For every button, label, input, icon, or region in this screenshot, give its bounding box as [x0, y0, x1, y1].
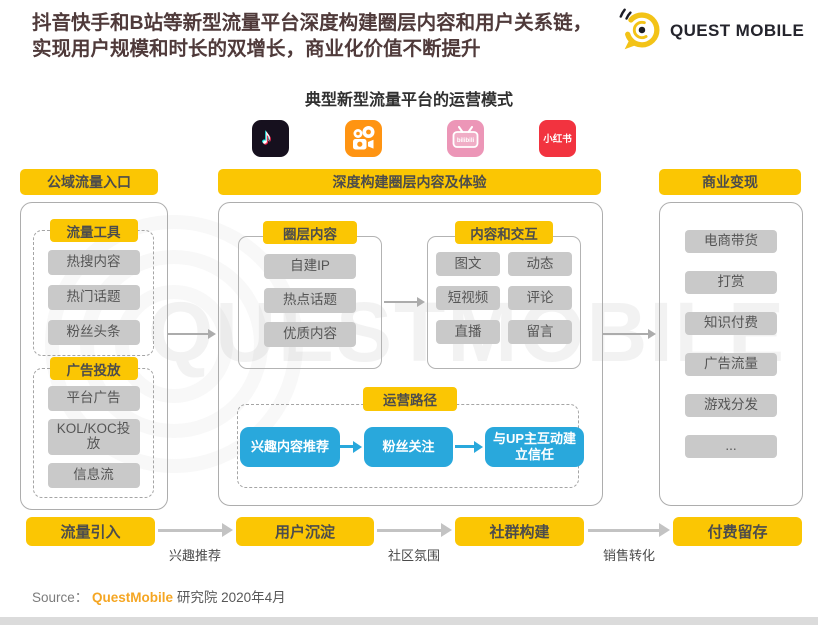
kuaishou-icon [345, 120, 382, 157]
bilibili-icon: bilibili [447, 120, 484, 157]
arrow-stage-1 [158, 523, 233, 538]
list-item: 广告流量 [685, 353, 777, 376]
diagram-title: 典型新型流量平台的运营模式 [304, 92, 513, 109]
right-column-container: 电商带货 打赏 知识付费 广告流量 游戏分发 ... [659, 202, 803, 506]
questmobile-logo-text: QUEST MOBILE [670, 21, 805, 40]
traffic-tools-group: 流量工具 热搜内容 热门话题 粉丝头条 [33, 219, 154, 356]
flow-label-community-vibe: 社区氛围 [387, 548, 440, 563]
interaction-label: 内容和交互 [455, 221, 553, 244]
flow-label-sales-conversion: 销售转化 [602, 548, 655, 563]
title-line-1: 抖音快手和B站等新型流量平台深度构建圈层内容和用户关系链， [32, 12, 593, 34]
bottom-divider-bar [0, 617, 818, 625]
list-item: 打赏 [685, 271, 777, 294]
list-item: 电商带货 [685, 230, 777, 253]
stage-community-build: 社群构建 [455, 517, 584, 546]
stage-paid-retention: 付费留存 [673, 517, 802, 546]
circle-content-label: 圈层内容 [263, 221, 357, 244]
arrow-content-to-interaction [384, 296, 425, 308]
xiaohongshu-icon-label: 小红书 [542, 133, 572, 145]
list-item: 短视频 [436, 286, 500, 310]
list-item: 优质内容 [264, 322, 356, 347]
ad-placement-label: 广告投放 [49, 357, 138, 380]
center-column-header: 深度构建圈层内容及体验 [218, 169, 601, 195]
arrow-left-to-center [167, 328, 216, 340]
center-container [218, 202, 603, 506]
list-item: 平台广告 [47, 386, 140, 411]
list-item: 游戏分发 [685, 394, 777, 417]
list-item: 知识付费 [685, 312, 777, 335]
step-up-interaction: 与UP主互动建立信任 [485, 427, 584, 467]
left-column-header: 公域流量入口 [20, 169, 158, 195]
stage-user-retention: 用户沉淀 [236, 517, 374, 546]
ad-placement-group: 广告投放 平台广告 KOL/KOC投放 信息流 [33, 357, 154, 498]
xiaohongshu-icon: 小红书 [539, 120, 576, 157]
source-prefix: Source： [32, 590, 89, 605]
list-item: 信息流 [47, 463, 140, 488]
arrow-stage-3 [588, 523, 670, 538]
list-item: 图文 [436, 252, 500, 276]
list-item: 粉丝头条 [47, 320, 140, 345]
source-suffix: 研究院 2020年4月 [176, 590, 286, 605]
left-column-container [20, 202, 168, 510]
arrow-step-2 [455, 441, 483, 453]
title-line-2: 实现用户规模和时长的双增长，商业化价值不断提升 [32, 38, 481, 60]
arrow-center-to-right [602, 328, 656, 340]
list-item: 热点话题 [264, 288, 356, 313]
arrow-step-1 [334, 441, 362, 453]
flow-label-interest: 兴趣推荐 [168, 548, 221, 563]
step-fan-follow: 粉丝关注 [364, 427, 453, 467]
page-title: 抖音快手和B站等新型流量平台深度构建圈层内容和用户关系链， 实现用户规模和时长的… [32, 10, 622, 62]
bilibili-icon-label: bilibili [457, 138, 475, 144]
douyin-icon: ♪ ♪ ♪ [252, 120, 289, 157]
questmobile-logo: QUEST MOBILE [616, 7, 816, 55]
circle-content-box: 圈层内容 自建IP 热点话题 优质内容 [238, 221, 382, 369]
list-item: 动态 [508, 252, 572, 276]
list-item: 热门话题 [47, 285, 140, 310]
list-item: 热搜内容 [47, 250, 140, 275]
stage-traffic-intro: 流量引入 [26, 517, 155, 546]
questmobile-logo-icon [616, 5, 666, 58]
list-item: 直播 [436, 320, 500, 344]
list-item: ... [685, 435, 777, 458]
list-item: 留言 [508, 320, 572, 344]
traffic-tools-label: 流量工具 [49, 219, 138, 242]
list-item: KOL/KOC投放 [47, 419, 140, 455]
source-line: Source： QuestMobile 研究院 2020年4月 [32, 586, 286, 606]
list-item: 自建IP [264, 254, 356, 279]
arrow-stage-2 [377, 523, 452, 538]
list-item: 评论 [508, 286, 572, 310]
right-column-header: 商业变现 [659, 169, 801, 195]
step-interest-recommendation: 兴趣内容推荐 [240, 427, 340, 467]
interaction-box: 内容和交互 图文 动态 短视频 评论 直播 留言 [427, 221, 581, 369]
source-brand: QuestMobile [92, 590, 174, 605]
operation-path-label: 运营路径 [363, 387, 457, 411]
